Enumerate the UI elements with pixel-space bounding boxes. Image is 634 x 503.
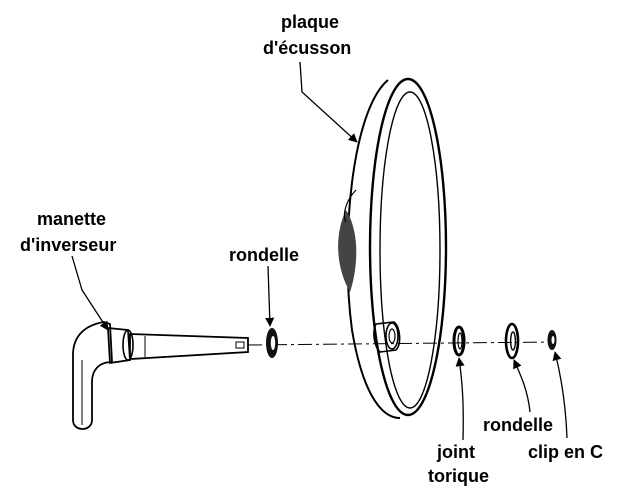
label-escutcheon-line2: d'écusson bbox=[263, 38, 351, 58]
o-ring bbox=[452, 325, 466, 357]
leader-c-clip bbox=[552, 351, 568, 439]
washer-right bbox=[504, 322, 520, 360]
label-o-ring-line1: joint bbox=[436, 442, 475, 462]
center-axis-line bbox=[247, 341, 556, 346]
c-clip bbox=[547, 330, 557, 350]
leader-o-ring bbox=[455, 357, 465, 441]
leader-handle bbox=[71, 255, 109, 331]
leader-washer-left bbox=[265, 265, 275, 327]
leader-escutcheon bbox=[299, 61, 358, 143]
escutcheon-plate bbox=[338, 77, 448, 419]
label-c-clip: clip en C bbox=[528, 442, 603, 462]
label-escutcheon-line1: plaque bbox=[281, 12, 339, 32]
label-o-ring-line2: torique bbox=[428, 466, 489, 486]
label-handle-line1: manette bbox=[37, 209, 106, 229]
leader-washer-right bbox=[513, 359, 531, 413]
diverter-handle bbox=[72, 321, 249, 430]
washer-left bbox=[266, 328, 278, 358]
label-washer-right: rondelle bbox=[483, 415, 553, 435]
label-washer-left: rondelle bbox=[229, 245, 299, 265]
label-handle-line2: d'inverseur bbox=[20, 235, 116, 255]
